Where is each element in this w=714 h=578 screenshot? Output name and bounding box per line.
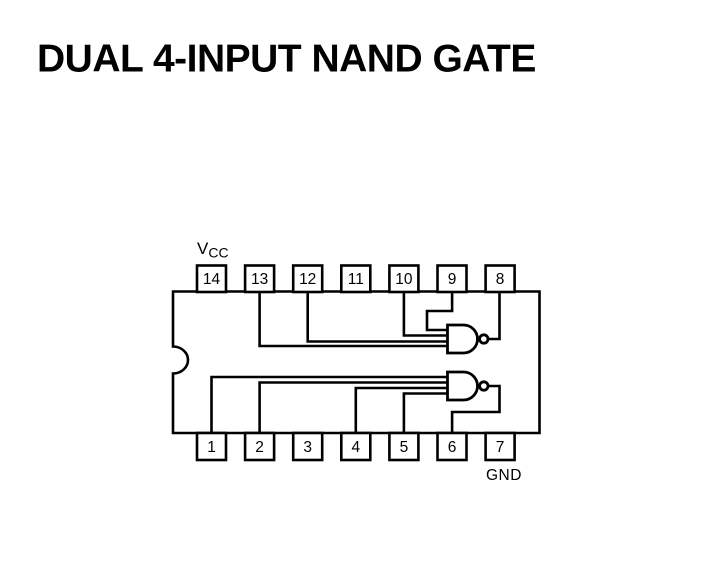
pin-number-9: 9 [448,271,457,288]
pin-box-8 [484,264,516,294]
pin-box-5 [388,431,420,462]
pin-number-11: 11 [348,271,364,288]
pin-3: 3 [291,431,324,462]
gate2-inversion-bubble [478,380,490,392]
pin-box-1 [195,431,228,462]
pin-box-13 [243,264,276,294]
pin-number-10: 10 [395,271,413,288]
pin-9: 9 [436,264,468,294]
gate2-body [446,370,479,402]
wire-pin4-to-gate2 [354,386,447,433]
pin-box-2 [243,431,276,462]
gate1-inversion-bubble [478,333,490,345]
wire-pin12-to-gate1 [306,292,447,343]
pin-box-3 [291,431,324,462]
pin-12: 12 [291,264,324,294]
wire-gate2-output-to-pin6 [450,384,501,433]
wire-pin10-to-gate1 [402,292,447,337]
vcc-label: VCC [197,239,229,261]
vcc-subscript: CC [208,245,228,261]
pin-box-9 [436,264,468,294]
pin-1: 1 [195,431,228,462]
pin-4: 4 [339,431,372,462]
wire-pin5-to-gate2 [402,392,447,433]
pin-box-14 [195,264,228,294]
pin-8: 8 [484,264,516,294]
pin-number-8: 8 [496,271,505,288]
gnd-label: GND [486,467,522,484]
pin-5: 5 [388,431,420,462]
pin-11: 11 [339,264,372,294]
pin-number-5: 5 [400,439,409,456]
bottom-pin-row: 1 2 3 4 5 6 7 [195,431,516,462]
pin-13: 13 [243,264,276,294]
pin-2: 2 [243,431,276,462]
vcc-symbol: V [197,239,209,258]
nand-gate-1 [446,323,490,355]
gate1-wiring [258,292,501,348]
wire-pin2-to-gate2 [258,381,447,433]
pin-box-6 [436,431,468,462]
pin-number-6: 6 [448,439,457,456]
pin-number-2: 2 [255,439,264,456]
pin-number-4: 4 [351,439,360,456]
nand-gate-2 [446,370,490,402]
top-pin-row: 14 13 12 11 10 9 [195,264,516,294]
pin-box-10 [388,264,420,294]
gate2-wiring [210,375,501,433]
pin-14: 14 [195,264,228,294]
pin-10: 10 [388,264,420,294]
pin-box-11 [339,264,372,294]
pin-number-1: 1 [207,439,216,456]
wire-pin13-to-gate1 [258,292,447,348]
wire-pin1-to-gate2 [210,375,447,433]
pin-number-14: 14 [203,271,221,288]
wire-gate1-output-to-pin8 [487,292,501,341]
page-title: DUAL 4-INPUT NAND GATE [37,38,536,81]
pin-6: 6 [436,431,468,462]
pin-box-7 [484,431,516,462]
pin-number-13: 13 [251,271,268,288]
pin-number-7: 7 [496,439,505,456]
wire-pin9-to-gate1 [425,292,454,332]
gate1-body [446,323,479,355]
pin-7: 7 [484,431,516,462]
pin-box-12 [291,264,324,294]
pin-number-3: 3 [303,439,312,456]
pin-box-4 [339,431,372,462]
pin-number-12: 12 [299,271,316,288]
